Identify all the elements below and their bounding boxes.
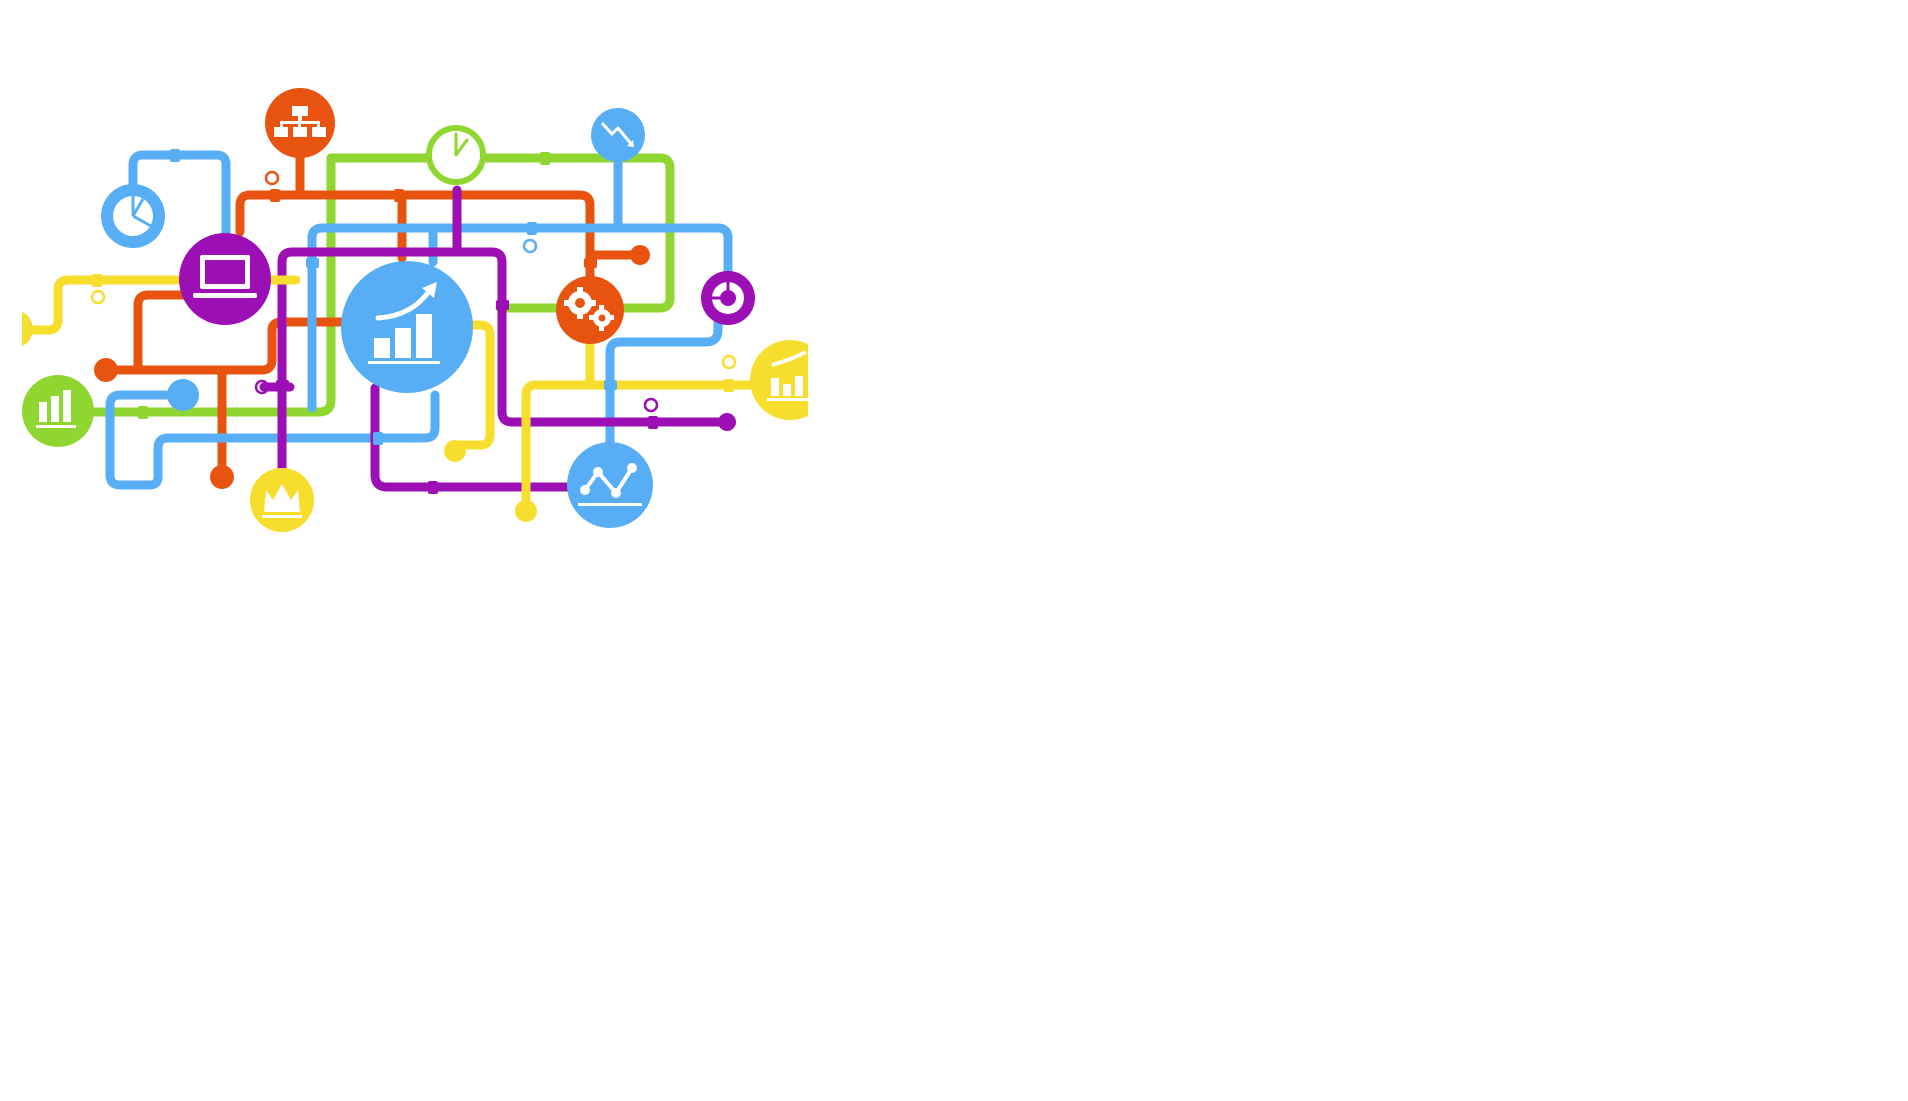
pie-chart-icon	[101, 184, 165, 248]
crown-icon	[250, 468, 314, 532]
pipe-joints	[92, 149, 734, 494]
clock-icon	[426, 125, 486, 185]
hierarchy-icon	[265, 88, 335, 158]
green-pipes	[70, 153, 675, 417]
gears-icon	[556, 276, 624, 344]
bar-trend-icon	[750, 340, 808, 420]
line-chart-icon	[567, 442, 653, 528]
bar-chart-icon	[22, 375, 94, 447]
donut-chart-icon	[701, 271, 755, 325]
purple-pipes	[259, 185, 732, 492]
growth-chart-icon	[341, 261, 473, 393]
laptop-icon	[179, 233, 271, 325]
blue-pipes	[105, 150, 733, 490]
trend-down-icon	[591, 108, 645, 162]
valves	[90, 170, 737, 413]
pipe-end-caps	[22, 245, 736, 522]
yellow-pipes	[23, 275, 757, 515]
